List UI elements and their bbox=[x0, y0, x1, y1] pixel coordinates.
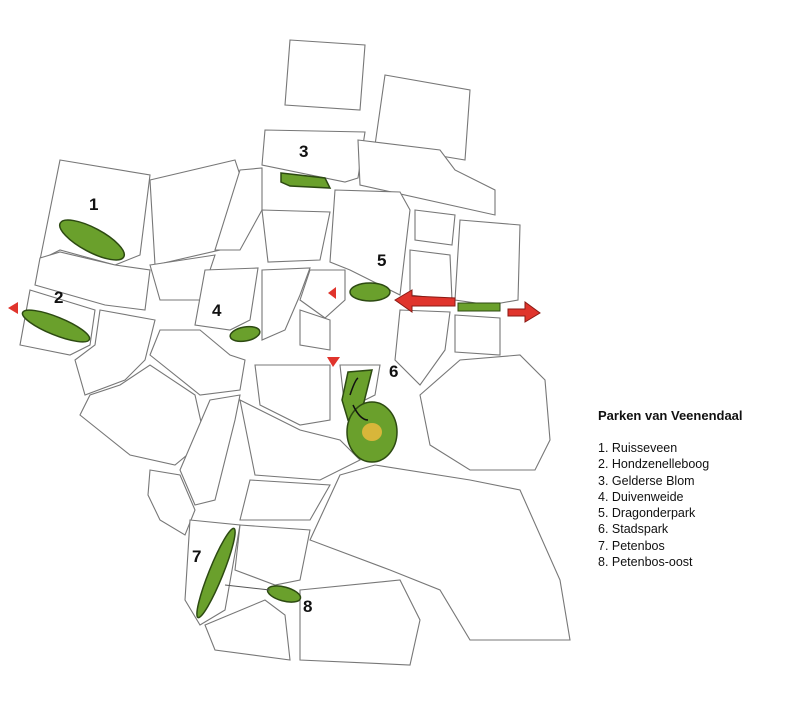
park-7-petenbos[interactable] bbox=[192, 526, 241, 620]
legend-item: 6. Stadspark bbox=[598, 522, 669, 537]
legend-item: 8. Petenbos-oost bbox=[598, 555, 693, 570]
legend-title: Parken van Veenendaal bbox=[598, 408, 743, 423]
arrow-right-icon bbox=[507, 301, 541, 323]
city-blocks bbox=[19, 39, 571, 666]
legend-list: 1. Ruisseveen 2. Hondzenelleboog 3. Geld… bbox=[598, 440, 743, 570]
map-legend: Parken van Veenendaal 1. Ruisseveen 2. H… bbox=[598, 408, 743, 570]
park-number-4: 4 bbox=[212, 301, 222, 320]
legend-item: 4. Duivenweide bbox=[598, 489, 684, 504]
park-number-5: 5 bbox=[377, 251, 386, 270]
park-number-8: 8 bbox=[303, 597, 312, 616]
park-number-7: 7 bbox=[192, 547, 201, 566]
park-1-ruisseveen[interactable] bbox=[55, 213, 130, 268]
park-6-center bbox=[362, 423, 382, 441]
park-3-gelderse-blom[interactable] bbox=[280, 172, 332, 189]
park-number-2: 2 bbox=[54, 288, 63, 307]
park-2-hondzenelleboog[interactable] bbox=[19, 304, 93, 348]
triangle-marker-icon bbox=[327, 357, 340, 367]
triangle-marker-icon bbox=[328, 287, 336, 299]
park-4-duivenweide[interactable] bbox=[229, 325, 261, 344]
arrows bbox=[8, 287, 541, 367]
legend-item: 3. Gelderse Blom bbox=[598, 473, 695, 488]
triangle-marker-icon bbox=[8, 302, 18, 314]
park-numbers: 1 2 3 4 5 6 7 8 bbox=[54, 142, 398, 616]
park-number-3: 3 bbox=[299, 142, 308, 161]
park-number-6: 6 bbox=[389, 362, 398, 381]
legend-item: 5. Dragonderpark bbox=[598, 506, 696, 521]
legend-item: 1. Ruisseveen bbox=[598, 441, 678, 455]
parks bbox=[19, 172, 501, 620]
park-8-petenbos-oost[interactable] bbox=[266, 583, 302, 605]
arrow-left-icon bbox=[394, 289, 456, 313]
green-corridor bbox=[457, 302, 501, 312]
legend-item: 7. Petenbos bbox=[598, 538, 665, 553]
legend-item: 2. Hondzenelleboog bbox=[598, 457, 710, 472]
park-5-dragonderpark[interactable] bbox=[349, 282, 391, 302]
park-number-1: 1 bbox=[89, 195, 98, 214]
